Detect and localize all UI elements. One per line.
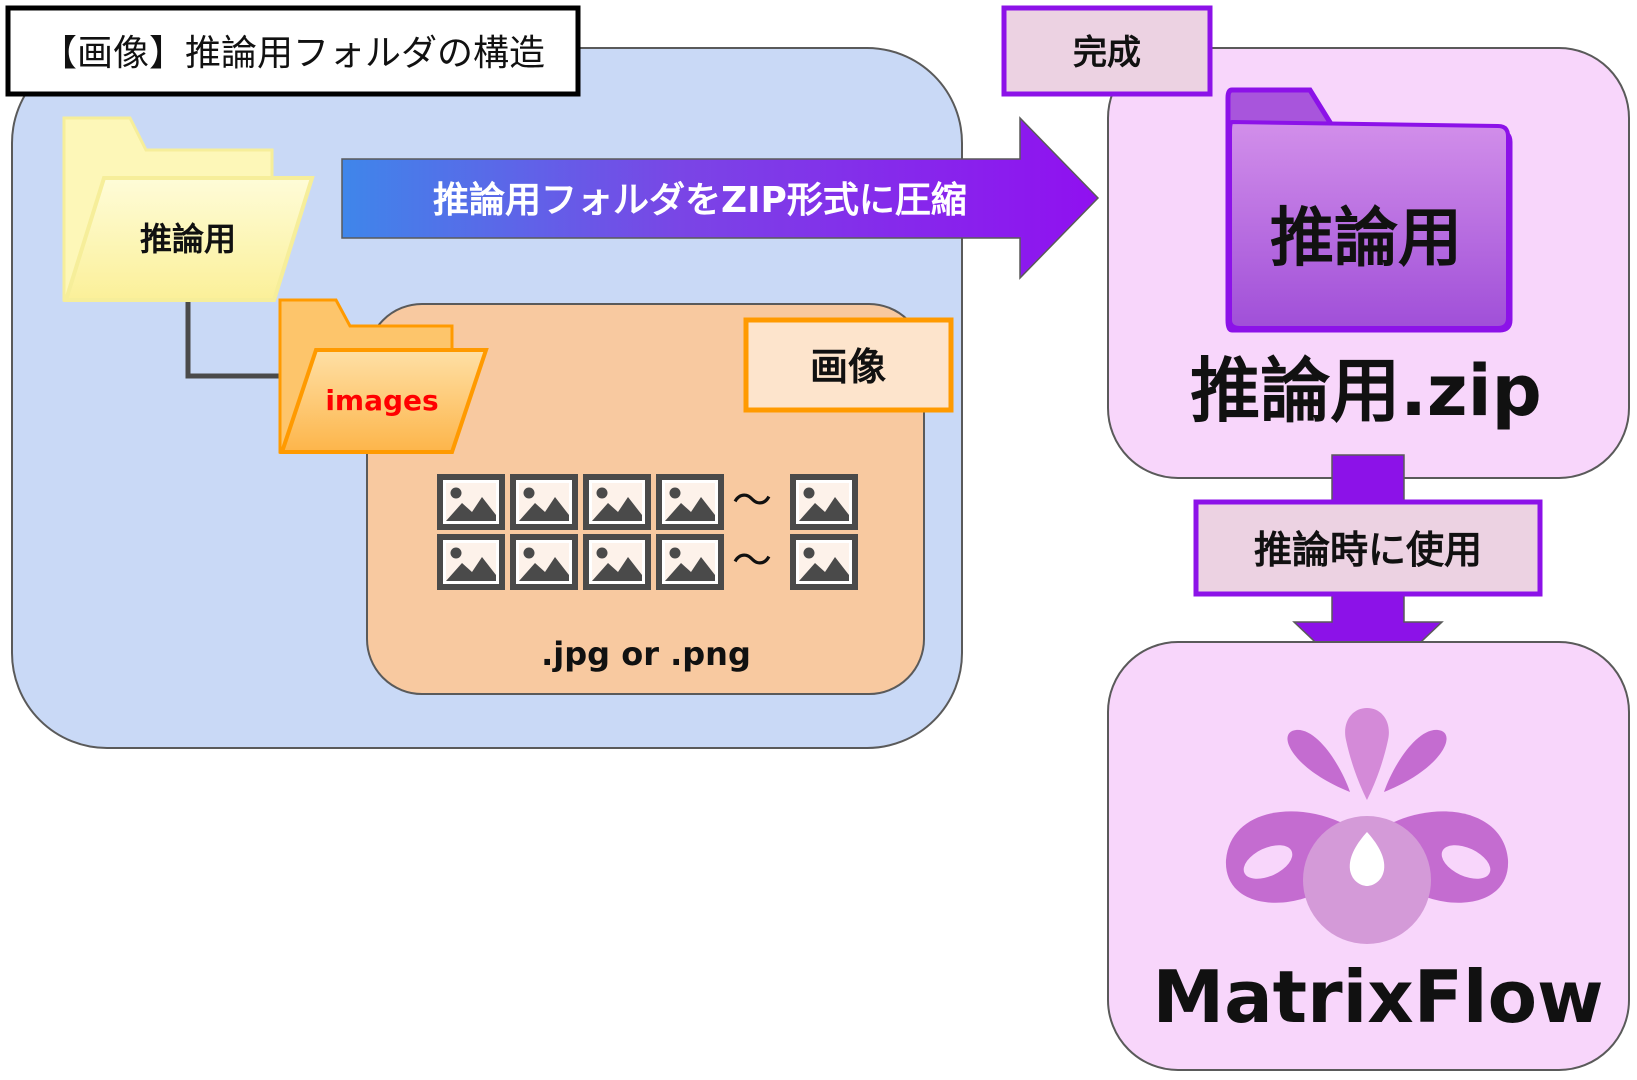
image-icon <box>440 477 502 527</box>
zip-folder-icon: 推論用 <box>1225 87 1513 333</box>
compress-arrow: 推論用フォルダをZIP形式に圧縮 <box>341 116 1100 280</box>
zip-folder-label: 推論用 <box>1270 202 1462 276</box>
structure-title: 【画像】推論用フォルダの構造 <box>41 33 545 74</box>
tilde-row2: ～ <box>732 538 772 584</box>
images-folder-icon: images <box>278 298 489 454</box>
image-icon <box>586 537 648 587</box>
usage-label-box: 推論時に使用 <box>1193 499 1543 597</box>
image-extension-text: .jpg or .png <box>541 635 751 673</box>
compress-arrow-label: 推論用フォルダをZIP形式に圧縮 <box>433 180 967 221</box>
images-label-box: 画像 <box>743 317 954 413</box>
image-icon <box>659 477 721 527</box>
zip-file-name: 推論用.zip <box>1190 350 1541 432</box>
image-thumbnails: ～ ～ <box>440 477 855 587</box>
image-icon <box>793 477 855 527</box>
image-icon <box>793 537 855 587</box>
image-icon <box>513 477 575 527</box>
images-box-label: 画像 <box>810 345 886 389</box>
tree-connector <box>185 300 290 379</box>
tilde-row1: ～ <box>732 478 772 524</box>
root-folder-label: 推論用 <box>140 220 236 258</box>
root-folder-icon: 推論用 <box>62 116 315 302</box>
images-folder-label: images <box>325 384 438 417</box>
matrixflow-logo-icon <box>1225 708 1509 944</box>
image-icon <box>659 537 721 587</box>
usage-arrow-label: 推論時に使用 <box>1254 528 1482 572</box>
app-name: MatrixFlow <box>1152 955 1603 1039</box>
structure-title-box: 【画像】推論用フォルダの構造 <box>5 5 581 97</box>
image-icon <box>586 477 648 527</box>
result-tag: 完成 <box>1001 5 1213 97</box>
image-icon <box>440 537 502 587</box>
image-icon <box>513 537 575 587</box>
result-tag-label: 完成 <box>1073 33 1141 73</box>
